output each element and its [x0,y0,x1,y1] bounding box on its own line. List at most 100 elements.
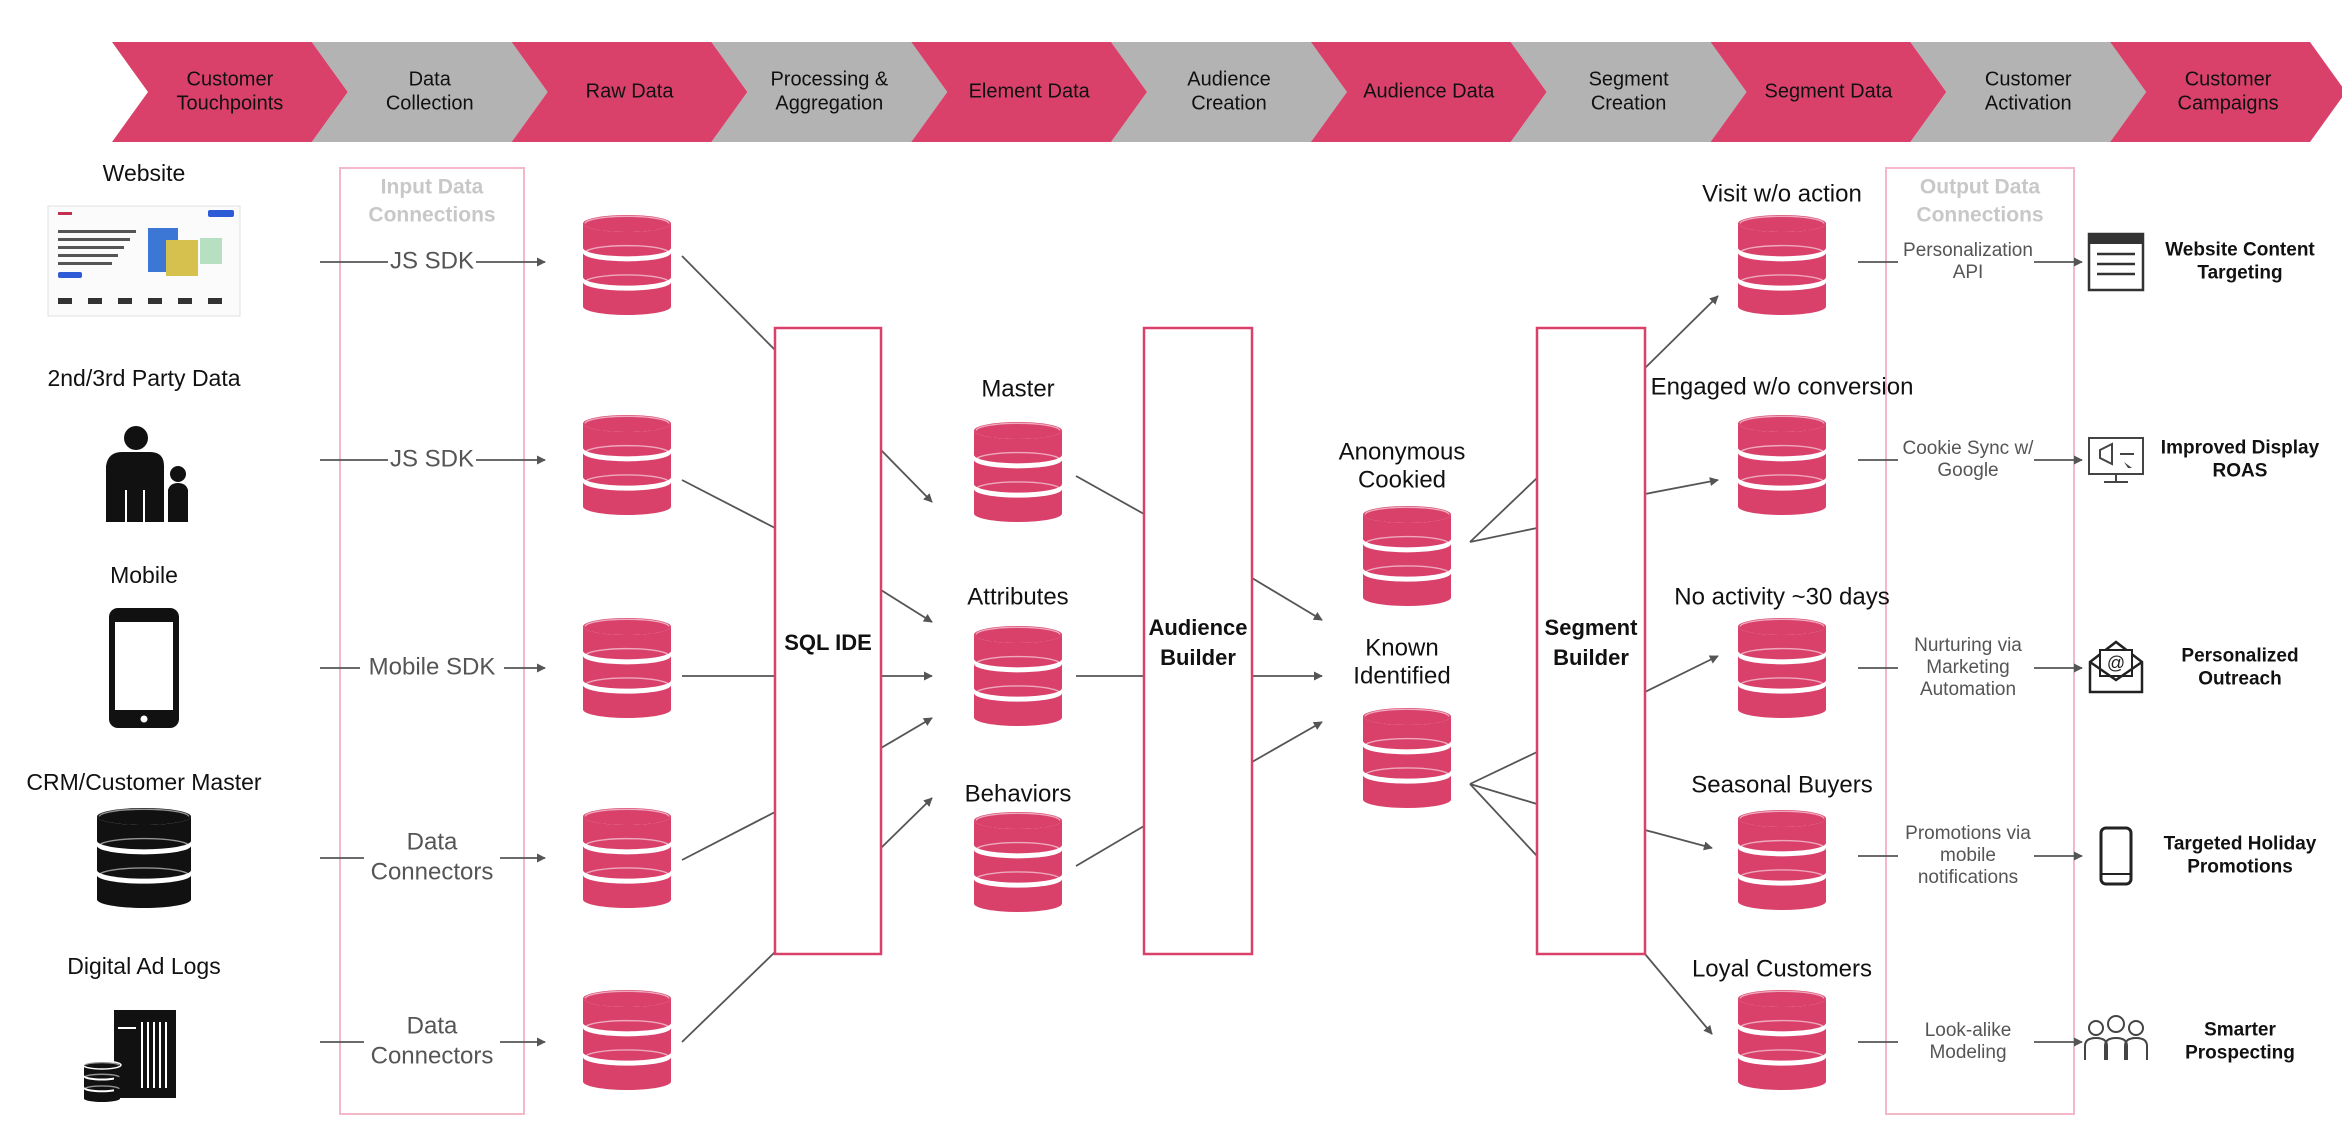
database-top [583,808,671,825]
database-segment [1738,626,1826,660]
database-segment [974,879,1062,912]
person-head [2128,1020,2144,1036]
database-highlight [975,422,1061,431]
database-segment [583,998,671,1032]
segment-label: Loyal Customers [1692,955,1872,982]
chevron-shape [311,42,548,142]
database-segment [1738,1027,1826,1061]
database-highlight [584,618,670,627]
database-highlight [975,481,1061,490]
sql-ide-box: SQL IDE [773,326,883,956]
raw-to-sql [681,811,776,861]
sql-to-element [880,449,933,503]
person-body [2084,1036,2108,1060]
segment-database [1738,810,1826,910]
web-page-icon [2087,232,2145,292]
database-highlight [1739,244,1825,254]
database-segment [1738,998,1826,1032]
data-to-segment [1469,527,1538,543]
database-highlight [1364,506,1450,515]
chevron-shape [1111,42,1347,142]
database-segment [974,849,1062,883]
database-highlight [584,474,670,483]
chevron-shape [1710,42,1947,142]
segment-label: Seasonal Buyers [1691,771,1872,798]
database-segment [974,820,1062,854]
database-segment [583,452,671,486]
database-segment [84,1088,120,1102]
database-highlight [975,685,1061,694]
phone-button [140,715,148,723]
database-segment [583,1057,671,1090]
page-text-line [58,230,136,233]
element-database-master [974,422,1062,522]
database-segment [1738,482,1826,515]
database-highlight [1739,1019,1825,1029]
database-icon [97,808,191,908]
database-segment [97,845,191,879]
chevron-shape [1910,42,2147,142]
child-head [170,466,186,482]
person-head [2107,1015,2125,1033]
database-top [1738,990,1826,1007]
database-segment [974,693,1062,726]
database-highlight [84,1061,120,1066]
database-segment [583,816,671,850]
stage-label: Segment Data [1765,80,1894,102]
raw-data-database [583,415,671,515]
segment-database [1738,990,1826,1090]
monitor-frame [2088,437,2144,475]
database-top [583,215,671,232]
database-highlight [975,626,1061,635]
database-highlight [1739,647,1825,657]
stage-label: Raw Data [586,80,675,102]
database-highlight [1739,215,1825,224]
database-highlight [584,274,670,283]
log-database-rim [82,1060,122,1070]
database-highlight [584,647,670,657]
stage-chevron-4: Processing &Aggregation [711,42,948,142]
data-to-segment [1469,751,1538,785]
database-highlight [1739,869,1825,878]
adult-body [106,452,164,522]
stage-label: Audience Data [1363,80,1495,102]
database-segment [974,459,1062,493]
database-highlight [975,871,1061,880]
database-top [1363,708,1451,725]
page-text-line [58,262,112,265]
database-highlight [975,812,1061,821]
database-segment [1363,716,1451,750]
activation-label: Cookie Sync w/Google [1903,438,2035,481]
website-screenshot-icon [47,205,241,317]
raw-to-sql [681,951,776,1043]
segment-to-data [1644,655,1719,693]
person-body [2104,1036,2128,1060]
source-label: Website [103,160,186,186]
cursor [2124,462,2132,468]
element-database-behaviors [974,812,1062,912]
audience-to-data [1251,721,1323,763]
database-highlight [1364,767,1450,776]
database-segment [1738,282,1826,315]
database-highlight [584,244,670,254]
database-highlight [1739,274,1825,283]
page-text-line [58,246,124,249]
source-label: CRM/Customer Master [26,769,261,795]
segment-database [1738,618,1826,718]
display-ad-icon [2088,437,2144,483]
person-head [2088,1020,2104,1036]
database-highlight [584,1019,670,1029]
database-top [1738,415,1826,432]
